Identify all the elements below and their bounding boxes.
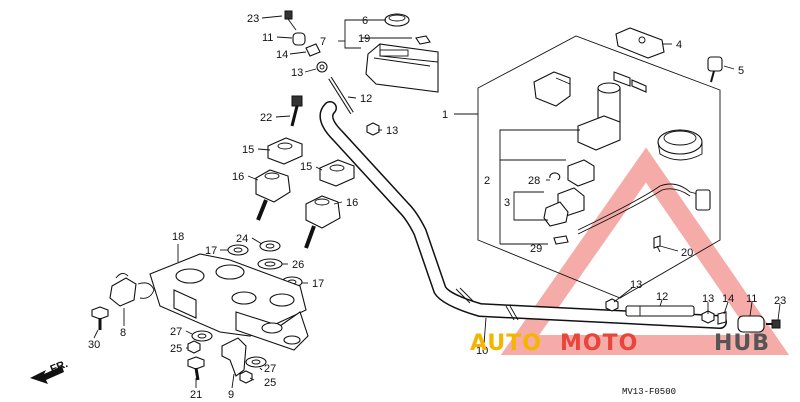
label-part-7: 7 (320, 36, 326, 48)
watermark-triangle-icon (500, 147, 790, 355)
bracket-part-9 (221, 337, 247, 377)
label-part-21: 21 (190, 389, 202, 401)
label-part-6: 6 (362, 15, 368, 27)
label-part-11-top: 11 (262, 32, 273, 44)
grommet-part-6 (384, 13, 410, 27)
label-part-18: 18 (172, 231, 184, 243)
upper-holder-part-15-right (319, 159, 355, 187)
front-indicator-label: FR. (49, 358, 70, 376)
label-part-29: 29 (530, 243, 542, 255)
label-part-27-left: 27 (170, 326, 182, 338)
label-part-14-right: 14 (722, 293, 734, 305)
watermark-text: AUTO MOTO HUB (470, 331, 770, 356)
label-part-16-right: 16 (346, 197, 358, 209)
label-part-9: 9 (228, 389, 234, 401)
clip-part-19 (415, 35, 431, 45)
label-part-4: 4 (676, 39, 682, 51)
label-part-13-right-b: 13 (702, 293, 714, 305)
key-part-5 (707, 56, 723, 83)
bar-end-top-group (284, 10, 380, 136)
label-part-24: 24 (236, 233, 248, 245)
diagram-code: MV13-F0500 (622, 387, 676, 397)
label-part-17-right: 17 (312, 278, 324, 290)
label-part-27-right: 27 (264, 363, 276, 375)
label-part-8: 8 (120, 327, 126, 339)
leader-lines (93, 15, 781, 389)
label-part-10: 10 (476, 345, 488, 357)
label-part-13-mid: 13 (386, 125, 398, 137)
label-part-11-right: 11 (746, 293, 757, 305)
label-part-5: 5 (738, 65, 744, 77)
label-part-30: 30 (88, 339, 100, 351)
cover-part-4 (615, 27, 665, 59)
front-direction-arrow-icon (30, 366, 64, 384)
handlebar-part-10 (319, 101, 727, 329)
label-part-15-right: 15 (300, 161, 312, 173)
bolt-part-21 (187, 356, 205, 381)
lock-bracket (533, 71, 571, 107)
watermark-moto: MOTO (560, 331, 638, 356)
label-part-26: 26 (292, 259, 304, 271)
clip-part-28 (549, 172, 561, 181)
top-bridge-part-18 (149, 253, 309, 351)
holder-bolt-part-22 (290, 95, 303, 127)
grip-housing-part-7 (365, 43, 439, 93)
label-part-28: 28 (528, 175, 540, 187)
cap-round (657, 129, 703, 161)
ignition-switch-body (577, 82, 621, 151)
cable-clamp-part-8 (109, 273, 155, 307)
label-part-12-right: 12 (656, 291, 668, 303)
label-part-17-left: 17 (205, 245, 217, 257)
bar-end-right-group (605, 298, 781, 333)
label-part-3: 3 (504, 197, 510, 209)
label-part-1: 1 (442, 109, 448, 121)
watermark-auto: AUTO (470, 331, 542, 356)
bolt-part-30 (91, 306, 109, 330)
switch-part-2 (567, 159, 595, 187)
label-part-14-top: 14 (276, 49, 288, 61)
label-part-15-left: 15 (242, 144, 254, 156)
label-part-22: 22 (260, 112, 272, 124)
part-labels: 23 11 14 13 6 7 19 12 13 4 5 1 22 15 16 … (88, 13, 786, 401)
label-part-19: 19 (358, 33, 370, 45)
lower-holder-part-16-left (255, 169, 291, 221)
label-part-20: 20 (681, 247, 693, 259)
upper-holder-part-15-left (267, 137, 303, 165)
label-part-16-left: 16 (232, 171, 244, 183)
label-part-23-top: 23 (247, 13, 259, 25)
label-part-13-right-a: 13 (630, 279, 642, 291)
label-part-25-right: 25 (264, 377, 276, 389)
label-part-23-right: 23 (774, 295, 786, 307)
watermark-hub: HUB (714, 331, 770, 356)
label-part-25-left: 25 (170, 343, 182, 355)
assembly-outline (477, 35, 721, 299)
lower-holder-part-16-right (304, 195, 341, 249)
label-part-2: 2 (484, 175, 490, 187)
label-part-12-top: 12 (360, 93, 372, 105)
label-part-13-top: 13 (291, 67, 303, 79)
